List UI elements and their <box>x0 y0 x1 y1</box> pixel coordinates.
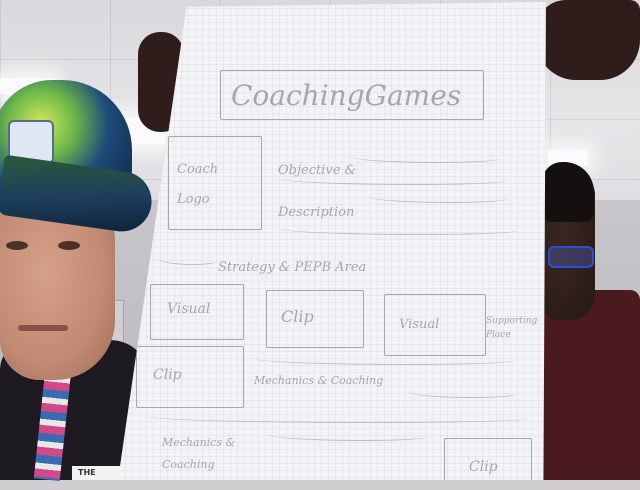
clip-row-box: Clip <box>136 346 244 408</box>
tile-2-label: Clip <box>281 307 314 326</box>
scribble <box>350 152 500 163</box>
tile-1: Visual <box>150 284 244 340</box>
logo-box: Coach Logo <box>168 136 262 230</box>
right-hand <box>536 0 640 80</box>
bottom-clip-label: Clip <box>469 459 498 475</box>
mouth <box>18 325 68 331</box>
scribble <box>368 192 508 203</box>
scribble <box>254 354 514 365</box>
tile-3-label: Visual <box>399 317 440 332</box>
scribble <box>158 254 218 265</box>
title-box: CoachingGames <box>220 70 484 120</box>
scribble <box>278 174 508 185</box>
eye <box>6 241 28 250</box>
tile-1-label: Visual <box>167 301 211 317</box>
logo-text: Coach Logo <box>177 162 219 207</box>
clip-row-label: Clip <box>153 367 182 383</box>
paper-wireframe: CoachingGames Coach Logo Objective & Des… <box>118 2 546 480</box>
person-right-shirt <box>540 290 640 480</box>
eye <box>58 241 80 250</box>
scribble <box>408 387 518 398</box>
section-heading: Strategy & PEPB Area <box>218 260 367 275</box>
scribble <box>278 224 518 235</box>
tile-side-note: Supporting Place <box>486 316 538 340</box>
bottom-clip-box: Clip <box>444 438 532 480</box>
tile-2: Clip <box>266 290 364 348</box>
title-text: CoachingGames <box>231 79 462 112</box>
person-right-hair <box>542 162 594 222</box>
clip-row-text: Mechanics & Coaching <box>254 374 384 387</box>
glasses-icon <box>548 246 594 268</box>
scribble <box>148 412 528 423</box>
tile-3: Visual <box>384 294 486 356</box>
bottom-text: Mechanics & Coaching <box>162 436 236 471</box>
scribble <box>268 430 428 441</box>
